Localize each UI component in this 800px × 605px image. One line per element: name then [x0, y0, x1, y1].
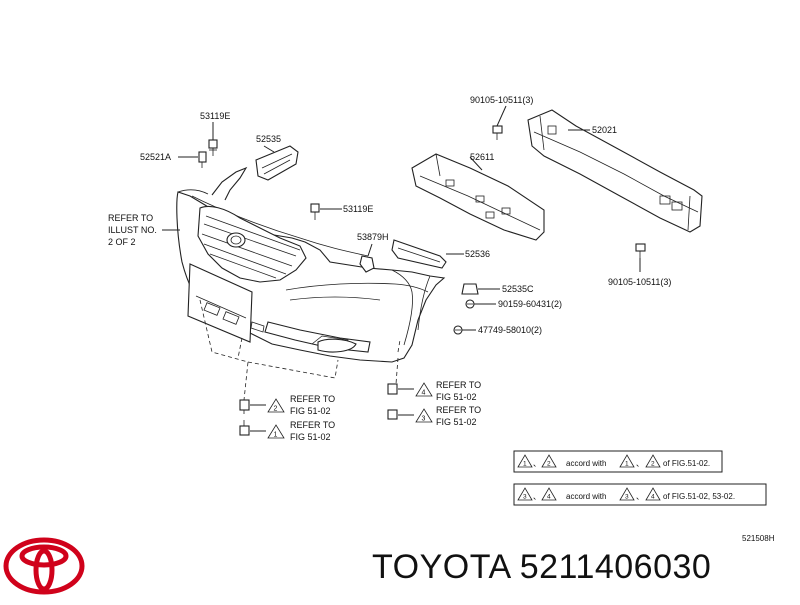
svg-text:1: 1 [523, 461, 527, 468]
refer-illust-line-1: REFER TO [108, 213, 153, 223]
triangle-number: 3 [422, 416, 426, 423]
triangle-icon [267, 398, 285, 413]
part-number: 5211406030 [519, 548, 712, 586]
svg-text:accord with: accord with [566, 492, 606, 501]
legend-box-2: 3 、 4 accord with 3 、 4 of FIG.51-02, 53… [513, 483, 767, 506]
refer-line-2: FIG 51-02 [290, 406, 331, 416]
refer-illust-line-3: 2 OF 2 [108, 237, 136, 247]
label-52535: 52535 [256, 134, 281, 144]
triangle-icon [541, 454, 557, 468]
screw-90159 [465, 299, 475, 309]
label-90105-top: 90105-10511(3) [470, 95, 533, 105]
bolt-90105-bot [635, 243, 646, 258]
refer-line-2: FIG 51-02 [436, 392, 477, 402]
triangle-icon [415, 382, 433, 397]
clip-lower-right-1 [387, 383, 398, 395]
svg-text:3: 3 [523, 494, 527, 501]
svg-text:、: 、 [533, 459, 541, 468]
clip-lower-left-2 [239, 420, 250, 436]
part-labels: 53119E 52535 52521A 53119E 53879H 52536 … [140, 95, 671, 335]
triangle-icon [267, 424, 285, 439]
triangle-icon [645, 487, 661, 501]
svg-text:、: 、 [636, 459, 644, 468]
svg-text:of FIG.51-02, 53-02.: of FIG.51-02, 53-02. [663, 492, 735, 501]
refer-block-left-top: 2 REFER TO FIG 51-02 [250, 394, 335, 416]
refer-line-1: REFER TO [290, 420, 335, 430]
refer-block-left-bottom: 1 REFER TO FIG 51-02 [250, 420, 335, 442]
refer-block-right-bottom: 3 REFER TO FIG 51-02 [398, 405, 481, 427]
clip-53119e-top [208, 139, 218, 156]
refer-illust-line-2: ILLUST NO. [108, 225, 157, 235]
bumper-cover [176, 166, 446, 363]
svg-text:、: 、 [533, 492, 541, 501]
triangle-icon [619, 487, 635, 501]
leader-lines [162, 105, 641, 331]
label-52535c: 52535C [502, 284, 534, 294]
svg-text:accord with: accord with [566, 459, 606, 468]
triangle-icon [415, 408, 433, 423]
diagram-code: 521508H [742, 534, 775, 543]
svg-text:3: 3 [625, 494, 629, 501]
refer-line-1: REFER TO [436, 380, 481, 390]
triangle-number: 4 [422, 390, 426, 397]
label-52021: 52021 [592, 125, 617, 135]
bracket-52536 [391, 239, 447, 269]
refer-line-1: REFER TO [290, 394, 335, 404]
triangle-icon [619, 454, 635, 468]
triangle-number: 1 [274, 432, 278, 439]
svg-text:、: 、 [636, 492, 644, 501]
reinforcement-52021 [527, 109, 703, 233]
brand-name: TOYOTA [372, 548, 510, 586]
triangle-icon [517, 487, 533, 501]
svg-text:4: 4 [651, 494, 655, 501]
svg-text:4: 4 [547, 494, 551, 501]
label-53119e-top: 53119E [200, 111, 230, 121]
refer-line-1: REFER TO [436, 405, 481, 415]
svg-text:1: 1 [625, 461, 629, 468]
refer-block-right-top: 4 REFER TO FIG 51-02 [398, 380, 481, 402]
label-53879h: 53879H [357, 232, 389, 242]
triangle-icon [645, 454, 661, 468]
svg-text:2: 2 [651, 461, 655, 468]
label-52536: 52536 [465, 249, 490, 259]
clip-52521a [198, 151, 207, 168]
bracket-52535 [255, 145, 299, 181]
label-90105-bot: 90105-10511(3) [608, 277, 671, 287]
label-52611: 52611 [470, 152, 494, 162]
triangle-number: 2 [274, 406, 278, 413]
clip-lower-left-1 [239, 399, 250, 414]
dashed-guides [199, 299, 401, 401]
toyota-logo-icon [3, 537, 85, 595]
clip-53119e-mid [310, 203, 320, 220]
legend-box-1: 1 、 2 accord with 1 、 2 of FIG.51-02. [513, 450, 723, 473]
label-53119e-mid: 53119E [343, 204, 373, 214]
refer-illust-note: REFER TO ILLUST NO. 2 OF 2 [108, 213, 157, 247]
absorber-52611 [411, 153, 545, 241]
brand-part-number: TOYOTA 5211406030 [372, 548, 711, 587]
triangle-icon [541, 487, 557, 501]
triangle-icon [517, 454, 533, 468]
svg-text:of FIG.51-02.: of FIG.51-02. [663, 459, 710, 468]
clip-53879h [359, 255, 375, 273]
refer-line-2: FIG 51-02 [290, 432, 331, 442]
refer-line-2: FIG 51-02 [436, 417, 477, 427]
label-52521a: 52521A [140, 152, 171, 162]
label-47749: 47749-58010(2) [478, 325, 542, 335]
clip-lower-right-2 [387, 409, 398, 420]
label-90159: 90159-60431(2) [498, 299, 562, 309]
clip-52535c [461, 283, 479, 295]
screw-47749 [453, 325, 463, 335]
bolt-90105-top [492, 125, 503, 140]
svg-text:2: 2 [547, 461, 551, 468]
